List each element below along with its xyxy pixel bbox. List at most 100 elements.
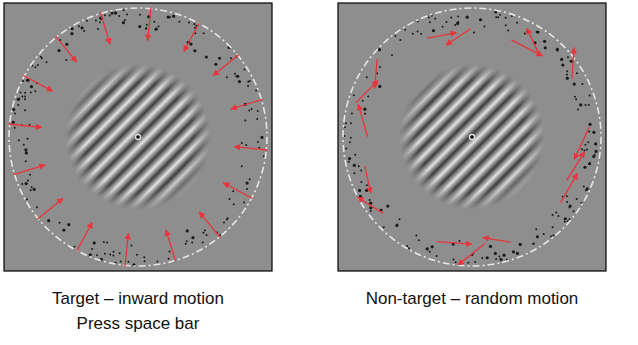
motion-dot <box>594 142 597 145</box>
motion-dot <box>406 245 408 247</box>
motion-dot <box>109 15 111 17</box>
motion-dot <box>186 240 188 242</box>
caption-label: Press space bar <box>77 314 200 334</box>
motion-dot <box>83 30 85 32</box>
motion-dot <box>118 15 120 17</box>
motion-dot <box>353 172 355 174</box>
motion-dot <box>59 222 61 224</box>
motion-dot <box>369 199 371 201</box>
motion-dot <box>232 190 234 192</box>
motion-arrow <box>458 244 485 265</box>
motion-dot <box>144 260 146 262</box>
motion-dot <box>86 20 88 22</box>
motion-dot <box>114 12 117 15</box>
motion-dot <box>498 256 500 258</box>
motion-dot <box>454 24 456 26</box>
motion-dot <box>109 254 111 256</box>
motion-dot <box>360 169 362 171</box>
panel-ground <box>338 3 606 271</box>
motion-dot <box>366 184 368 186</box>
motion-dot <box>257 141 259 143</box>
motion-dot <box>188 22 190 24</box>
motion-dot <box>236 75 239 78</box>
motion-dot <box>70 32 73 35</box>
motion-arrow <box>572 48 574 79</box>
motion-dot <box>556 48 559 51</box>
motion-dot <box>429 21 431 23</box>
motion-dot <box>22 80 24 82</box>
motion-dot <box>145 28 147 30</box>
motion-dot <box>417 30 419 32</box>
motion-dot <box>17 104 19 106</box>
motion-arrow <box>235 147 268 150</box>
motion-dot <box>363 108 366 111</box>
motion-dot <box>348 157 351 160</box>
motion-dot <box>378 48 381 51</box>
motion-dot <box>412 33 414 35</box>
fixation-ring <box>469 134 475 140</box>
motion-dot <box>564 217 567 220</box>
motion-dot <box>230 57 232 59</box>
motion-dot <box>576 72 578 74</box>
motion-dot <box>99 21 101 23</box>
motion-dot <box>445 21 447 23</box>
motion-dot <box>155 28 158 31</box>
motion-dot <box>370 210 372 212</box>
motion-dot <box>153 21 155 23</box>
motion-dot <box>30 189 32 191</box>
fixation-ring <box>135 134 141 140</box>
motion-dot <box>399 39 401 41</box>
motion-dot <box>136 254 138 256</box>
motion-dot <box>566 73 568 75</box>
motion-dot <box>172 15 175 18</box>
motion-dot <box>21 95 23 97</box>
motion-dot <box>360 181 362 183</box>
motion-dot <box>30 85 33 88</box>
motion-dot <box>26 79 28 81</box>
motion-dot <box>29 124 31 126</box>
motion-dot <box>499 14 501 16</box>
motion-dot <box>65 59 67 61</box>
motion-dot <box>122 21 125 24</box>
motion-dot <box>583 150 585 152</box>
motion-dot <box>431 245 434 248</box>
motion-dot <box>251 108 253 110</box>
motion-dot <box>138 25 141 28</box>
motion-dot <box>479 18 482 21</box>
motion-dot <box>203 32 205 34</box>
motion-dot <box>189 42 192 45</box>
motion-dot <box>47 219 50 222</box>
motion-dot <box>404 29 406 31</box>
motion-dot <box>146 24 148 26</box>
motion-dot <box>20 92 22 94</box>
motion-dot <box>589 95 591 97</box>
motion-arrow <box>77 222 93 251</box>
motion-dot <box>27 138 29 140</box>
motion-dot <box>586 187 589 190</box>
motion-dot <box>37 64 39 66</box>
motion-dot <box>202 241 204 243</box>
motion-dot <box>191 236 194 239</box>
motion-arrow <box>56 36 77 62</box>
motion-dot <box>27 179 29 181</box>
motion-dot <box>73 246 75 248</box>
motion-arrow <box>213 55 239 76</box>
motion-dot <box>24 148 27 151</box>
motion-dot <box>367 96 369 98</box>
motion-dot <box>362 100 364 102</box>
motion-dot <box>519 243 522 246</box>
motion-dot <box>348 161 350 163</box>
motion-dot <box>243 202 245 204</box>
motion-dot <box>93 241 96 244</box>
motion-arrow <box>100 13 110 45</box>
motion-dot <box>95 20 97 22</box>
motion-dot <box>226 218 228 220</box>
motion-arrow <box>511 40 542 56</box>
motion-dot <box>489 245 492 248</box>
motion-dot <box>206 234 208 236</box>
motion-dot <box>178 21 180 23</box>
motion-dot <box>24 95 26 97</box>
motion-dot <box>40 56 42 58</box>
motion-dot <box>536 30 539 33</box>
motion-dot <box>566 195 568 197</box>
